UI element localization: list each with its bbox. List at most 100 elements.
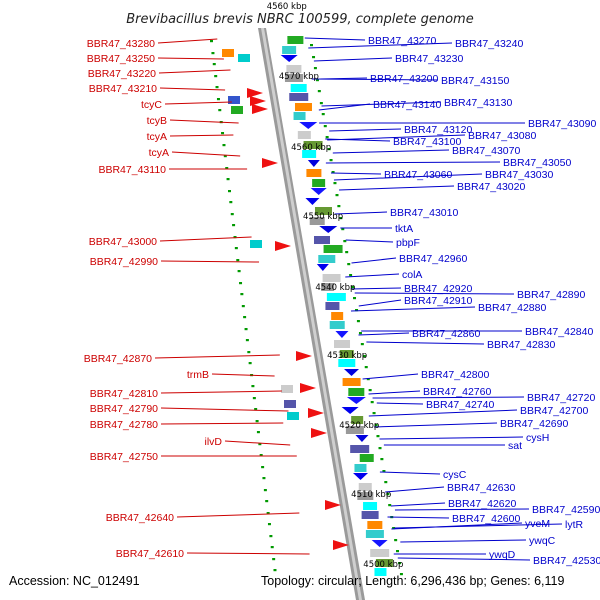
gene-block	[281, 385, 293, 393]
kbp-label: 4550 kbp	[303, 212, 343, 222]
reverse-gene-arrow	[325, 500, 341, 510]
forward-gene-block	[318, 255, 336, 263]
scale-tick	[392, 527, 396, 530]
genome-backbone-highlight	[261, 28, 362, 600]
scale-tick	[341, 228, 345, 231]
reverse-gene-arrow	[296, 351, 312, 361]
leader-line	[211, 373, 275, 377]
right-gene-label: tktA	[395, 223, 413, 235]
scale-tick	[355, 309, 359, 312]
gene-block	[287, 412, 299, 420]
forward-gene-block	[287, 36, 304, 44]
leader-line	[397, 557, 531, 561]
leader-line	[345, 239, 394, 243]
scale-tick	[376, 435, 380, 438]
scale-tick	[222, 144, 226, 147]
right-gene-label: BBR47_42840	[525, 326, 593, 338]
scale-tick	[259, 454, 263, 457]
scale-tick	[312, 56, 316, 59]
scale-tick	[243, 316, 247, 319]
leader-line	[160, 390, 282, 394]
kbp-label: 4530 kbp	[327, 351, 367, 361]
forward-gene-block	[370, 549, 390, 557]
tick-layer	[210, 40, 403, 576]
forward-gene-block	[363, 502, 378, 510]
forward-gene-arrow	[316, 264, 329, 271]
leader-line	[390, 502, 446, 507]
scale-tick	[386, 493, 390, 496]
left-gene-label: BBR47_42780	[90, 419, 158, 431]
forward-gene-block	[375, 559, 393, 567]
right-gene-label: colA	[402, 269, 422, 281]
leader-line	[327, 134, 466, 141]
right-gene-label: BBR47_43130	[444, 97, 512, 109]
scale-tick	[233, 236, 237, 239]
scale-tick	[226, 178, 230, 181]
right-gene-label: BBR47_42960	[399, 253, 467, 265]
scale-tick	[394, 539, 398, 542]
forward-gene-block	[338, 359, 356, 367]
right-gene-label: yveM	[525, 518, 550, 530]
scale-tick	[370, 401, 374, 404]
leader-line	[394, 523, 563, 529]
scale-tick	[339, 217, 343, 220]
right-gene-label: BBR47_43050	[503, 157, 571, 169]
map-title: Brevibacillus brevis NBRC 100599, comple…	[126, 12, 473, 27]
topology-text: Topology: circular; Length: 6,296,436 bp…	[261, 574, 564, 588]
scale-tick	[267, 523, 271, 526]
leader-line	[385, 486, 445, 493]
scale-tick	[347, 263, 351, 266]
scale-tick	[248, 362, 252, 365]
leader-line	[379, 436, 524, 440]
gene-block	[228, 96, 240, 104]
kbp-label: 4510 kbp	[351, 490, 391, 500]
reverse-gene-arrow	[308, 408, 324, 418]
leader-line	[325, 161, 501, 164]
leader-line	[350, 306, 476, 312]
forward-gene-block	[289, 93, 309, 101]
leader-line	[169, 134, 234, 137]
right-gene-label: BBR47_42700	[520, 405, 588, 417]
scale-tick	[232, 224, 236, 227]
gene-block-layer	[222, 36, 393, 576]
reverse-gene-arrow	[252, 104, 268, 114]
scale-tick	[230, 213, 234, 216]
forward-gene-arrow	[353, 473, 369, 480]
scale-tick	[223, 155, 227, 158]
right-gene-label: BBR47_42740	[426, 399, 494, 411]
kbp-label: 4540 kbp	[315, 283, 355, 293]
scale-tick	[237, 270, 241, 273]
scale-tick	[398, 562, 402, 565]
right-gene-label: BBR47_42910	[404, 295, 472, 307]
left-gene-label: BBR47_43110	[98, 164, 166, 176]
leader-line	[387, 516, 450, 519]
scale-tick	[245, 339, 249, 342]
forward-gene-arrow	[307, 160, 320, 167]
forward-gene-block	[359, 454, 374, 462]
leader-line	[394, 508, 530, 511]
forward-gene-block	[334, 340, 351, 348]
leader-line-layer	[154, 37, 563, 561]
leader-line	[171, 151, 241, 157]
forward-gene-block	[367, 521, 383, 529]
left-gene-label: tcyA	[147, 131, 167, 143]
right-gene-label: BBR47_42690	[500, 418, 568, 430]
right-gene-label: BBR47_42720	[527, 392, 595, 404]
forward-gene-block	[294, 103, 312, 111]
forward-gene-block	[351, 416, 364, 424]
right-gene-label: BBR47_42890	[517, 289, 585, 301]
scale-tick	[254, 408, 258, 411]
leader-line	[160, 260, 260, 263]
left-gene-label: BBR47_42640	[106, 512, 174, 524]
right-gene-label: BBR47_42760	[423, 386, 491, 398]
right-gene-label: ywqC	[529, 535, 556, 547]
left-gene-label: BBR47_42990	[90, 256, 158, 268]
forward-gene-block	[326, 293, 346, 301]
forward-gene-block	[322, 274, 341, 282]
scale-tick	[212, 63, 216, 66]
scale-tick	[255, 420, 259, 423]
forward-gene-block	[325, 302, 340, 310]
leader-line	[169, 119, 239, 124]
right-gene-label: BBR47_43090	[528, 118, 596, 130]
